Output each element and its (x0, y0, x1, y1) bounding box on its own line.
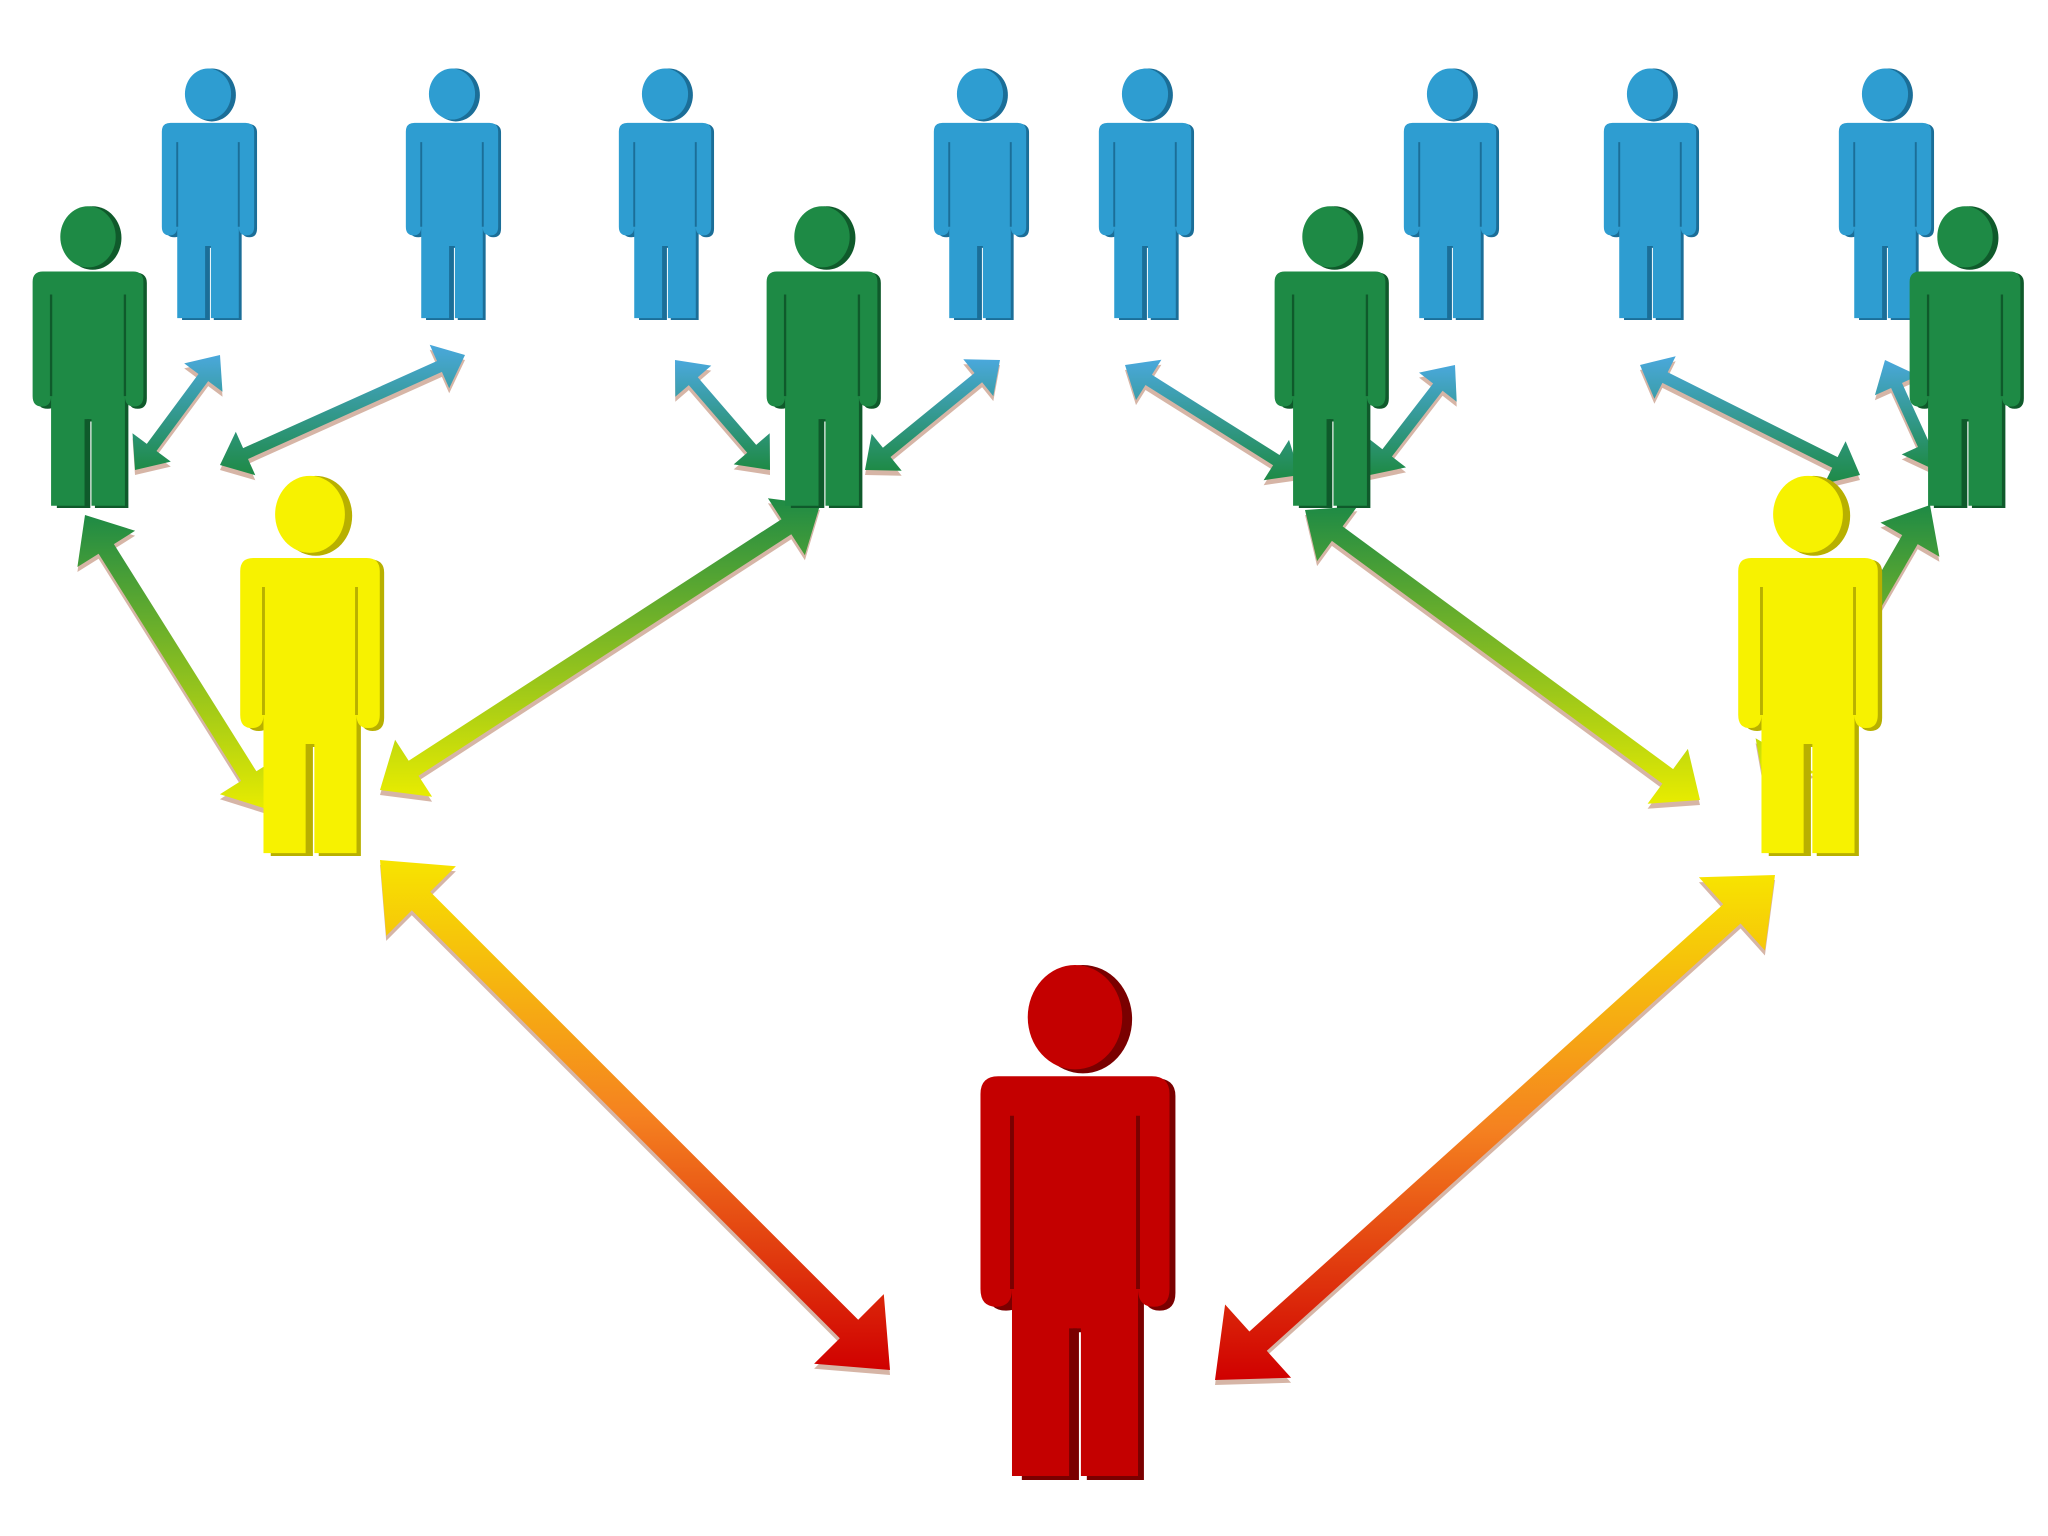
double-arrow (1305, 506, 1700, 804)
person-tier-2-g4 (1909, 206, 2024, 508)
limb-lines (176, 142, 240, 319)
head (1773, 475, 1843, 553)
arrow-g1-b2 (220, 344, 465, 481)
limb-lines (1291, 294, 1369, 506)
arrow-y1-g1 (77, 515, 278, 815)
body (1838, 122, 1932, 319)
arrow-y1-g2 (380, 498, 820, 802)
limb-lines (420, 142, 484, 319)
body (161, 122, 255, 319)
body (933, 122, 1027, 319)
head (1302, 206, 1358, 268)
body (618, 122, 712, 319)
head (794, 206, 850, 268)
person-root-red (980, 965, 1176, 1480)
arrow-red-y2 (1215, 875, 1775, 1385)
limb-lines (1113, 142, 1177, 319)
limb-lines (783, 294, 861, 506)
double-arrow (132, 355, 223, 470)
double-arrow (1874, 360, 1946, 470)
limb-lines (1010, 1115, 1140, 1477)
person-tier-3-b8 (1838, 68, 1935, 320)
limb-lines (1926, 294, 2004, 506)
double-arrow (1368, 365, 1457, 475)
arrow-g4-b8 (1874, 360, 1946, 475)
head (1861, 68, 1909, 120)
head (275, 475, 345, 553)
arrow-y2-g3 (1305, 506, 1700, 809)
double-arrow (77, 515, 278, 810)
limb-lines (1418, 142, 1482, 319)
body (1738, 557, 1878, 854)
arrow-g3-b5 (1125, 359, 1300, 486)
double-arrow (865, 359, 1000, 471)
person-tier-3-b7 (1603, 68, 1700, 320)
head (641, 68, 689, 120)
arrow-g2-b3 (675, 360, 770, 475)
double-arrow (380, 498, 820, 797)
body (32, 271, 144, 506)
arrow-red-y1 (380, 860, 890, 1375)
double-arrow (380, 860, 890, 1370)
head (1626, 68, 1674, 120)
person-tier-2-g1 (32, 206, 147, 508)
head (1121, 68, 1169, 120)
head (1937, 206, 1993, 268)
head (184, 68, 232, 120)
people-figures (32, 68, 2024, 1480)
arrow-g4-b7 (1640, 356, 1860, 489)
head (428, 68, 476, 120)
arrow-g3-b6 (1368, 365, 1457, 480)
head (1027, 965, 1123, 1070)
body (1909, 271, 2021, 506)
person-tier-1-y2 (1738, 475, 1883, 856)
limb-lines (262, 587, 358, 854)
limb-lines (49, 294, 127, 506)
arrow-g1-b1 (132, 355, 223, 475)
person-tier-3-b6 (1403, 68, 1500, 320)
double-arrow (1215, 875, 1775, 1380)
person-tier-3-b5 (1098, 68, 1195, 320)
limb-lines (948, 142, 1012, 319)
double-arrow (1640, 356, 1860, 484)
person-tier-3-b3 (618, 68, 715, 320)
double-arrow (1125, 359, 1300, 481)
person-tier-3-b1 (161, 68, 258, 320)
head (60, 206, 116, 268)
body (405, 122, 499, 319)
double-arrow (675, 360, 770, 470)
body (766, 271, 878, 506)
limb-lines (1853, 142, 1917, 319)
arrow-g2-b4 (865, 359, 1000, 476)
body (1403, 122, 1497, 319)
limb-lines (633, 142, 697, 319)
limb-lines (1760, 587, 1856, 854)
person-tier-3-b4 (933, 68, 1030, 320)
person-tier-2-g2 (766, 206, 881, 508)
double-arrow (220, 344, 465, 476)
body (1603, 122, 1697, 319)
body (1274, 271, 1386, 506)
head (1426, 68, 1474, 120)
body (240, 557, 380, 854)
body (1098, 122, 1192, 319)
person-tier-1-y1 (240, 475, 385, 856)
person-tier-2-g3 (1274, 206, 1389, 508)
head (956, 68, 1004, 120)
body (980, 1076, 1170, 1477)
limb-lines (1618, 142, 1682, 319)
person-tier-3-b2 (405, 68, 502, 320)
